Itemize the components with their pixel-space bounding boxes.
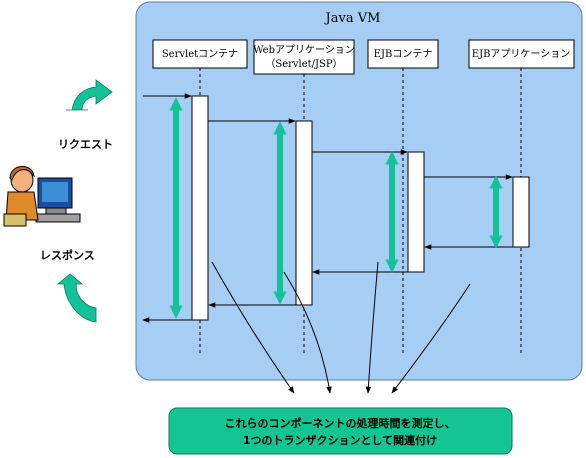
component-label: Servletコンテナ — [162, 48, 238, 60]
request-arrow-icon — [66, 79, 113, 111]
measurement-note-line1: これらのコンポーネントの処理時間を測定し、 — [225, 416, 456, 430]
component-ejb-application: EJBアプリケーション — [468, 39, 575, 69]
measurement-note-line2: 1つのトランザクションとして関連付け — [243, 433, 437, 447]
component-label: EJBコンテナ — [374, 48, 433, 60]
activation-bar-servlet — [191, 95, 209, 321]
measurement-note-box — [168, 407, 513, 455]
component-ejb-container: EJBコンテナ — [367, 39, 439, 69]
activation-bar-ejb-app — [512, 176, 530, 248]
java-vm-title: Java VM — [324, 11, 381, 26]
response-label: レスポンス — [40, 248, 95, 262]
activation-bar-web — [295, 120, 313, 306]
component-web-application: Webアプリケーション （Servlet/JSP） — [253, 39, 355, 75]
java-vm-box — [135, 1, 583, 381]
user-at-computer-icon — [3, 166, 81, 227]
component-label: Webアプリケーション — [253, 44, 355, 56]
component-label: EJBアプリケーション — [472, 48, 570, 60]
component-servlet-container: Servletコンテナ — [152, 39, 248, 69]
component-sublabel: （Servlet/JSP） — [265, 58, 342, 70]
response-arrow-icon — [56, 273, 97, 323]
duration-arrows — [169, 97, 503, 319]
activation-bar-ejb-container — [407, 151, 425, 273]
request-label: リクエスト — [58, 138, 113, 151]
measurement-arrows — [211, 261, 471, 394]
